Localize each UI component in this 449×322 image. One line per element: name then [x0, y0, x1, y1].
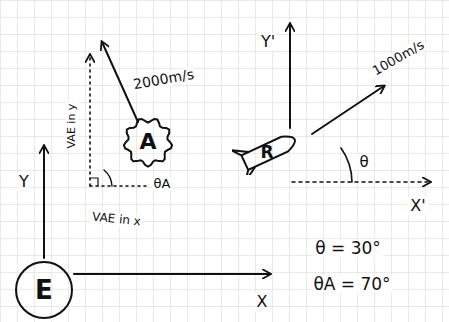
- axis-label: X: [255, 293, 270, 311]
- component-label: VAE in x: [89, 211, 143, 230]
- axis-label: X': [408, 197, 427, 215]
- rocket-shape: R: [232, 125, 312, 175]
- component-label: VAE in y: [66, 102, 78, 151]
- given-value: θA = 70°: [311, 275, 392, 294]
- asteroid-blob: A: [122, 116, 174, 168]
- angle-label: θ: [357, 154, 370, 171]
- speed-label: 1000m/s: [368, 37, 428, 80]
- angle-label: θA: [152, 177, 173, 191]
- node-letter: E: [35, 277, 53, 303]
- node-letter: A: [139, 131, 156, 153]
- axis-label: Y: [17, 173, 31, 191]
- given-value: θ = 30°: [313, 239, 383, 258]
- speed-label: 2000m/s: [131, 67, 198, 93]
- axis-label: Y': [259, 33, 277, 51]
- earth-circle: E: [14, 260, 74, 320]
- node-letter: R: [260, 144, 273, 161]
